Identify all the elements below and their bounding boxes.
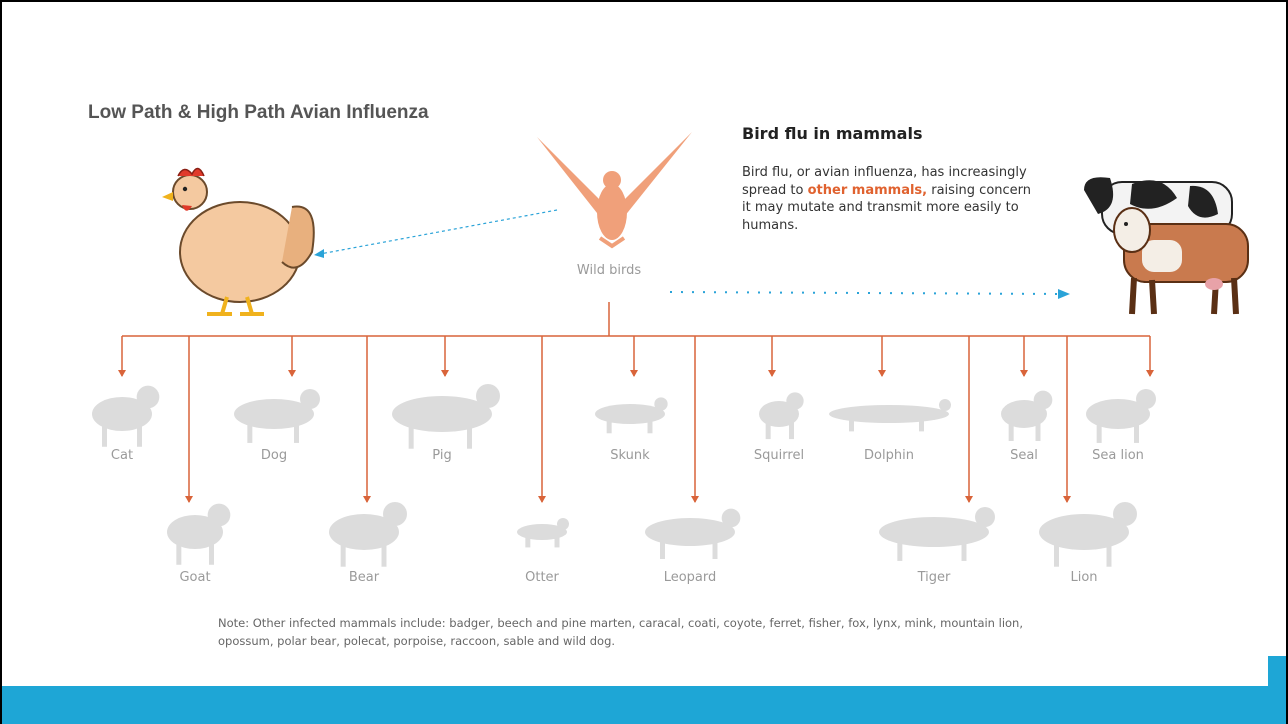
top-branch-arrow-0: [118, 370, 126, 377]
footer-bar: [2, 686, 1286, 724]
top-branch-arrow-4: [768, 370, 776, 377]
animal-silhouettes: [92, 384, 1156, 567]
bottom-branch-arrow-3: [691, 496, 699, 503]
top-branch-arrow-7: [1146, 370, 1154, 377]
bottom-label-1: Bear: [348, 570, 380, 585]
arrow-to-chicken-head: [314, 249, 324, 258]
wild-birds-label: Wild birds: [577, 263, 641, 278]
top-label-3: Skunk: [610, 448, 650, 463]
dog-icon: [234, 389, 320, 443]
slide-title: Low Path & High Path Avian Influenza: [88, 102, 429, 123]
top-branch-arrow-1: [288, 370, 296, 377]
bottom-branch-arrow-2: [538, 496, 546, 503]
top-branch-arrow-5: [878, 370, 886, 377]
top-label-6: Seal: [1010, 448, 1038, 463]
goat-icon: [167, 503, 231, 565]
top-label-5: Dolphin: [864, 448, 914, 463]
note-text: Note: Other infected mammals include: ba…: [218, 616, 1023, 648]
tiger-icon: [879, 507, 995, 561]
info-text-end: raising concern it may mutate and transm…: [742, 182, 1032, 233]
top-branch-arrow-6: [1020, 370, 1028, 377]
cat-icon: [92, 385, 160, 447]
bottom-label-0: Goat: [179, 570, 211, 585]
info-heading: Bird flu in mammals: [742, 124, 923, 143]
top-label-0: Cat: [110, 448, 134, 463]
bottom-label-5: Lion: [1070, 570, 1098, 585]
bottom-label-4: Tiger: [917, 570, 951, 585]
bottom-branch-arrow-5: [1063, 496, 1071, 503]
info-text-start: Bird flu, or avian influenza, has increa…: [742, 165, 1027, 198]
top-branch-arrow-3: [630, 370, 638, 377]
cows-image: [1084, 177, 1249, 315]
arrow-to-cows: [669, 291, 1061, 295]
chicken-image: [162, 167, 315, 316]
bottom-label-2: Otter: [525, 570, 559, 585]
skunk-icon: [595, 397, 668, 434]
dolphin-icon: [829, 399, 951, 432]
info-highlight: other mammals,: [807, 182, 928, 198]
bottom-branch-arrow-4: [965, 496, 973, 503]
lion-icon: [1039, 502, 1137, 567]
seal-icon: [1001, 390, 1053, 441]
bottom-branch-arrow-0: [185, 496, 193, 503]
top-branch-arrow-2: [441, 370, 449, 377]
info-body: Bird flu, or avian influenza, has increa…: [742, 164, 1042, 234]
footer-tab: [1268, 656, 1286, 688]
top-label-7: Sea lion: [1092, 448, 1144, 463]
tree-branches: [118, 336, 1154, 503]
bear-icon: [329, 502, 407, 567]
wild-bird-icon: [537, 132, 692, 249]
leopard-icon: [645, 508, 741, 559]
bottom-label-3: Leopard: [663, 570, 717, 585]
sea-lion-icon: [1086, 389, 1156, 443]
pig-icon: [392, 384, 500, 449]
top-label-4: Squirrel: [753, 448, 805, 463]
arrow-to-chicken: [319, 209, 558, 255]
arrow-to-cows-head: [1058, 289, 1070, 299]
bottom-branch-arrow-1: [363, 496, 371, 503]
otter-icon: [517, 518, 569, 548]
squirrel-icon: [759, 392, 804, 440]
top-label-2: Pig: [432, 448, 452, 463]
top-label-1: Dog: [260, 448, 288, 463]
